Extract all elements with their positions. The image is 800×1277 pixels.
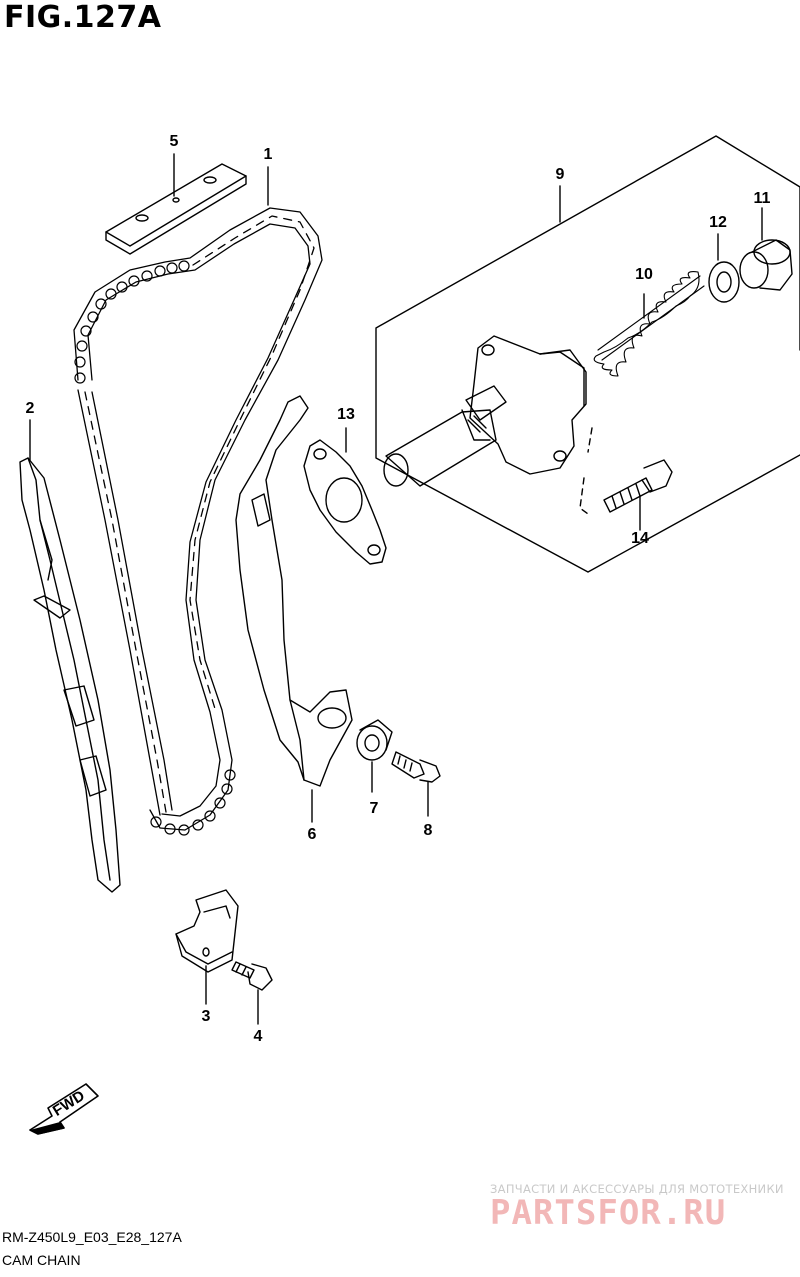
sealing-washer	[708, 261, 740, 303]
bracket-bolt	[231, 961, 273, 991]
callout-6: 6	[307, 826, 317, 843]
callout-5: 5	[169, 133, 179, 150]
tensioner-body	[383, 335, 587, 487]
callout-7: 7	[369, 800, 379, 817]
callout-14: 14	[631, 530, 649, 547]
diagram-caption: CAM CHAIN	[2, 1252, 81, 1268]
watermark-tagline: ЗАПЧАСТИ И АКСЕССУАРЫ ДЛЯ МОТОТЕХНИКИ	[490, 1182, 784, 1196]
callout-8: 8	[423, 822, 433, 839]
tensioner-gasket	[303, 439, 387, 565]
diagram-code: RM-Z450L9_E03_E28_127A	[2, 1229, 182, 1245]
collar-bushing	[356, 719, 393, 761]
tensioner-arm	[235, 395, 353, 787]
watermark-logo: PARTSFOR.RU	[490, 1193, 727, 1233]
tensioner-assembly-frame	[375, 135, 800, 573]
guide-bracket	[175, 889, 239, 973]
callout-11: 11	[753, 190, 771, 207]
callout-10: 10	[635, 266, 653, 283]
front-chain-guide	[19, 457, 121, 893]
top-chain-guide-plate	[105, 163, 247, 255]
callout-12: 12	[709, 214, 727, 231]
figure-title: FIG.127A	[4, 0, 162, 35]
forward-arrow-icon: FWD	[29, 1083, 99, 1135]
callout-4: 4	[253, 1028, 263, 1045]
callout-1: 1	[263, 146, 273, 163]
arm-pivot-bolt	[391, 751, 441, 783]
callout-3: 3	[201, 1008, 211, 1025]
callout-13: 13	[337, 406, 355, 423]
tensioner-mount-bolt	[603, 459, 673, 513]
tensioner-spring	[593, 271, 705, 377]
callout-9: 9	[555, 166, 565, 183]
callout-2: 2	[25, 400, 35, 417]
cam-chain	[73, 207, 323, 836]
tensioner-cap-bolt	[739, 239, 793, 291]
